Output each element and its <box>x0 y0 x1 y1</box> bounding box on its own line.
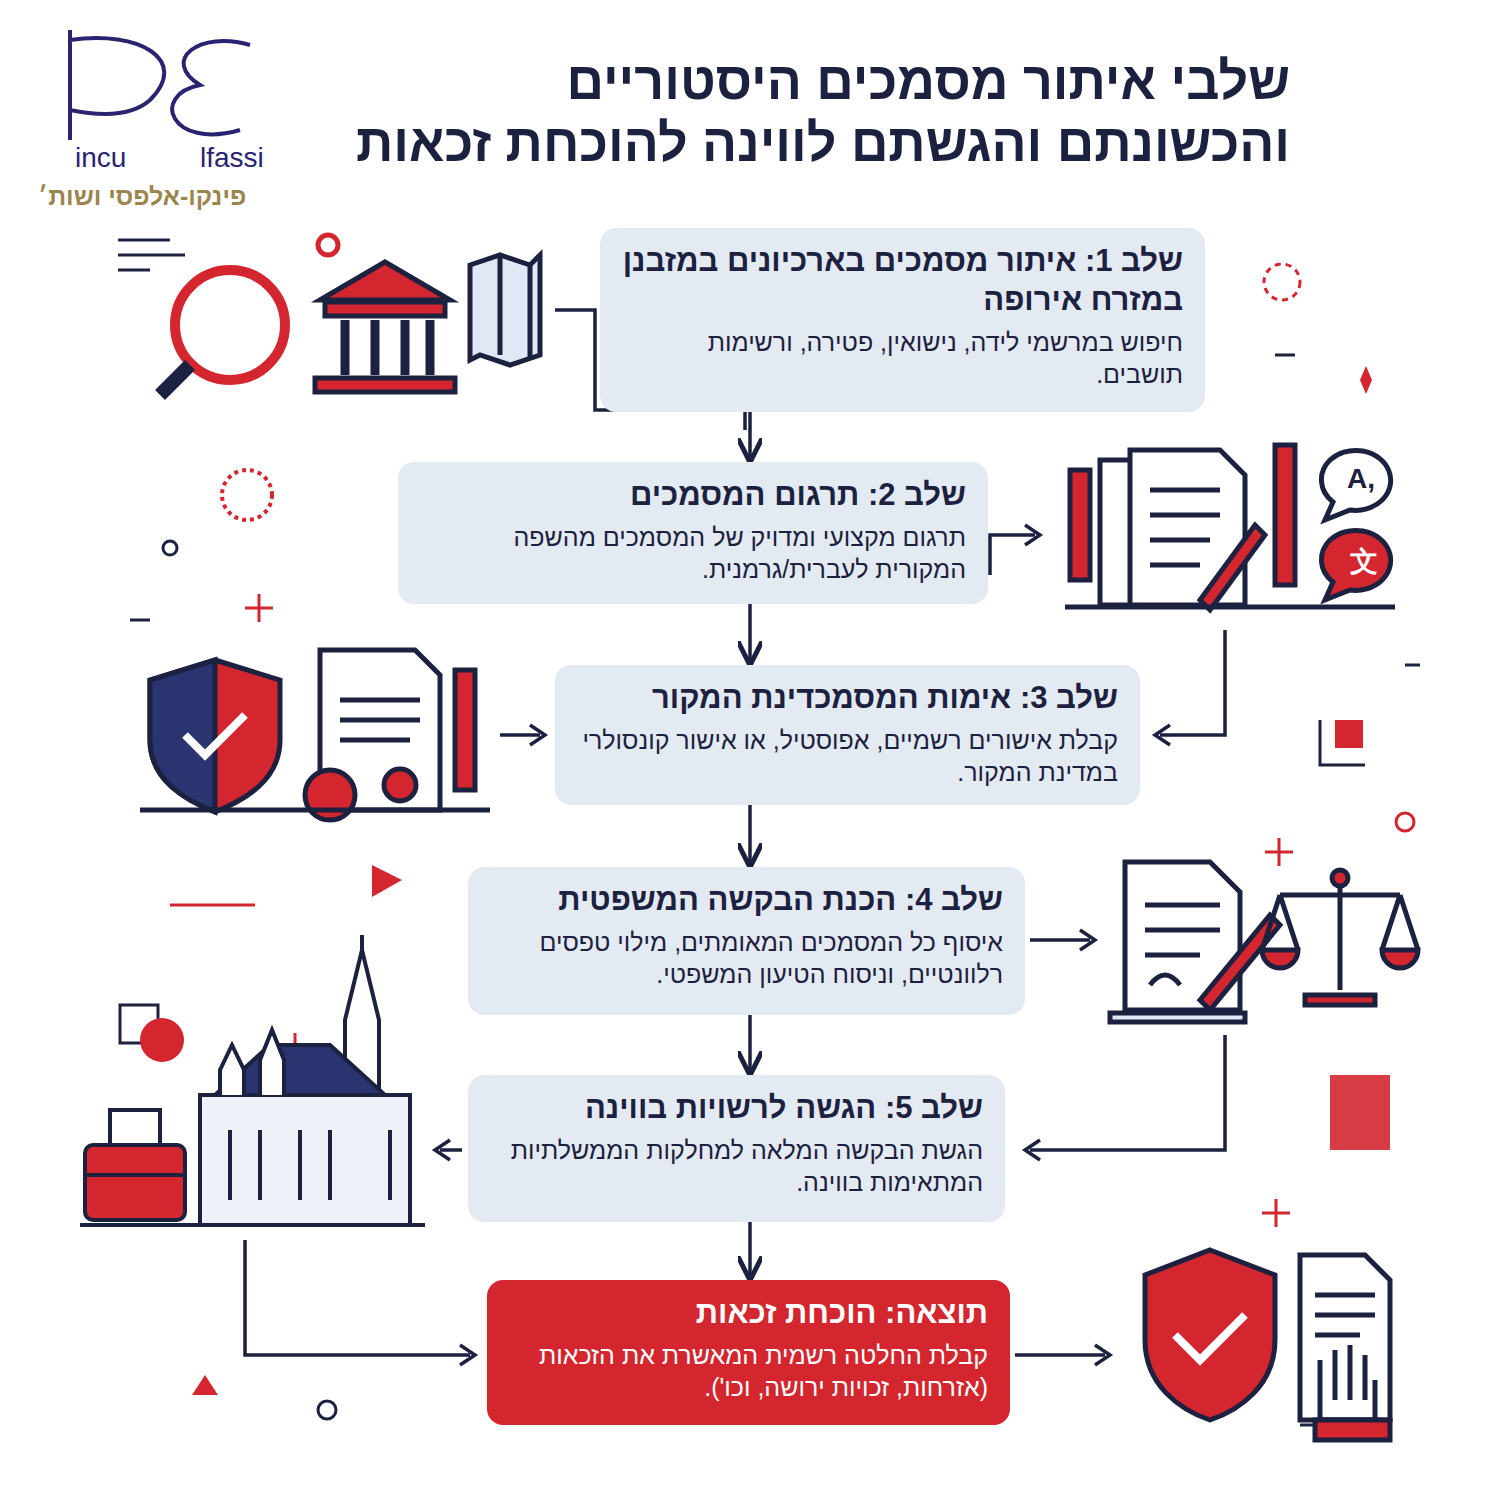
magnifier-temple-map <box>160 235 540 395</box>
logo-text: incu <box>75 142 126 174</box>
flow-arrow <box>748 1015 752 1073</box>
diagram-title: שלבי איתור מסמכים היסטוריים והכשונתם והג… <box>330 50 1290 175</box>
step-heading: שלב 5: הגשה לרשויות בווינה <box>490 1089 983 1128</box>
step-description: קבלת החלטה רשמית המאשרת את הזכאות (אזרחו… <box>509 1339 988 1404</box>
logo-subtitle: פינקו-אלפסי ושות׳ <box>38 182 246 211</box>
step-description: איסוף כל המסמכים המאומתים, מילוי טפסים ר… <box>490 926 1003 991</box>
deco-red <box>140 366 1390 1395</box>
cathedral-briefcase <box>80 935 425 1225</box>
logo-text: lfassi <box>200 142 264 174</box>
pens-documents <box>1065 445 1395 610</box>
step-box: שלב 1: איתור מסמכים בארכיונים במזבנן במז… <box>600 228 1205 412</box>
step-heading: תוצאה: הוכחת זכאות <box>509 1294 988 1333</box>
flow-arrow <box>748 604 752 663</box>
deco-marks <box>118 240 1420 1425</box>
logo <box>70 30 250 140</box>
result-box: תוצאה: הוכחת זכאות קבלת החלטה רשמית המאשר… <box>487 1280 1010 1425</box>
flow-side-lines <box>245 310 1225 1365</box>
step-heading: שלב 1: איתור מסמכים בארכיונים במזבנן במז… <box>622 242 1183 320</box>
bubble-letter: A, <box>1347 463 1375 495</box>
flow-arrow <box>748 805 752 865</box>
shield-certificate <box>140 650 490 820</box>
flow-arrow <box>748 412 752 460</box>
shield-doc-hand <box>1145 1250 1390 1440</box>
step-box: שלב 4: הכנת הבקשה המשפטית איסוף כל המסמכי… <box>468 867 1025 1015</box>
step-description: קבלת אישורים רשמיים, אפוסטיל, או אישור ק… <box>577 724 1118 789</box>
step-box: שלב 3: אימות המסמכדינת המקור קבלת אישורים… <box>555 665 1140 805</box>
step-heading: שלב 2: תרגום המסמכים <box>420 476 966 515</box>
bubble-letter: 文 <box>1350 543 1378 581</box>
step-description: חיפוש במרשמי לידה, נישואין, פטירה, ורשימ… <box>622 326 1183 391</box>
step-description: הגשת הבקשה המלאה למחלקות הממשלתיות המתאי… <box>490 1134 983 1199</box>
step-box: שלב 2: תרגום המסמכים תרגום מקצועי ומדויק … <box>398 462 988 604</box>
document-scales <box>1110 862 1418 1022</box>
step-description: תרגום מקצועי ומדויק של המסמכים מהשפה המק… <box>420 521 966 586</box>
flow-arrow <box>748 1222 752 1278</box>
step-heading: שלב 4: הכנת הבקשה המשפטית <box>490 881 1003 920</box>
step-box: שלב 5: הגשה לרשויות בווינה הגשת הבקשה המל… <box>468 1075 1005 1222</box>
step-heading: שלב 3: אימות המסמכדינת המקור <box>577 679 1118 718</box>
